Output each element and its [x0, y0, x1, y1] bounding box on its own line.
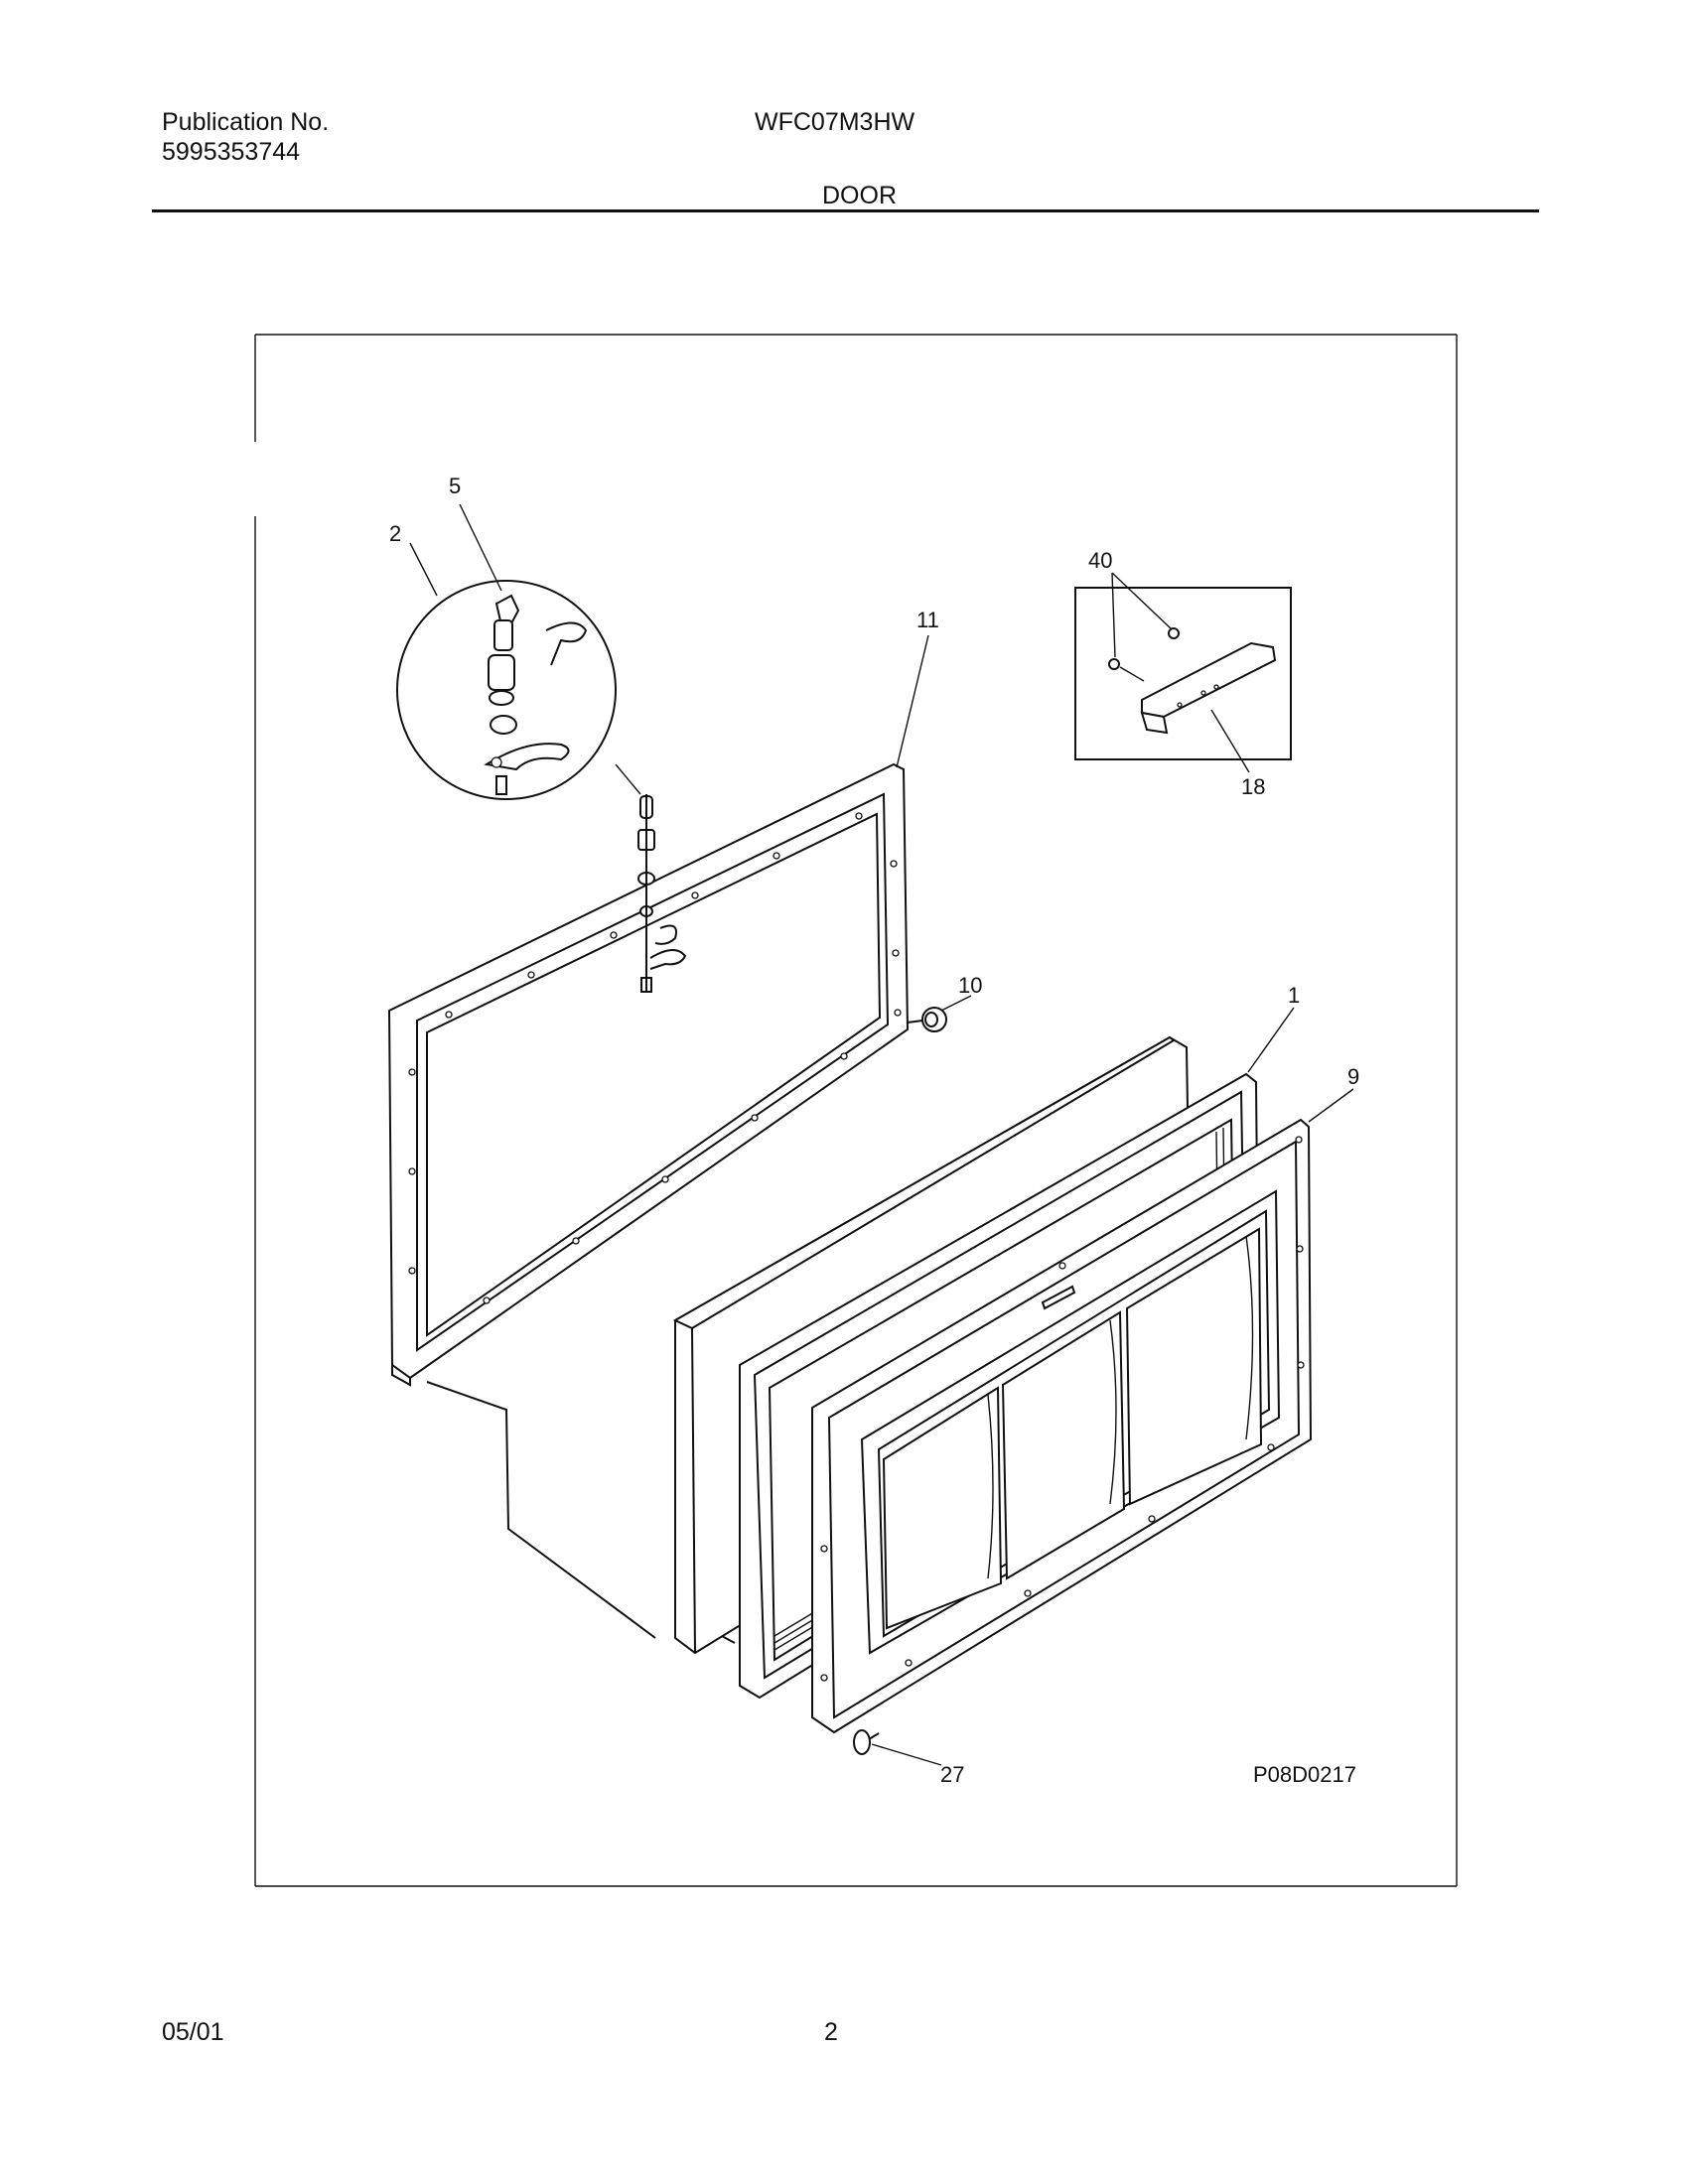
callout-40: 40	[1088, 548, 1112, 573]
header-rule	[152, 209, 1539, 212]
callout-2: 2	[389, 521, 401, 546]
callout-18: 18	[1241, 774, 1265, 799]
lock-assembly	[637, 794, 687, 993]
callout-10: 10	[958, 973, 982, 998]
door-liner-part	[387, 762, 910, 1387]
diagram-frame	[254, 334, 1458, 1887]
section-title: DOOR	[822, 182, 897, 209]
callout-leaders	[409, 503, 1354, 1766]
handle-detail-box	[1074, 587, 1292, 760]
liner-screw-holes	[408, 812, 902, 1304]
insulation-outline	[426, 1381, 656, 1639]
outer-door-panel-part	[811, 1118, 1313, 1734]
footer-page-number: 2	[824, 2018, 838, 2046]
callout-9: 9	[1347, 1064, 1359, 1089]
callout-1: 1	[1288, 983, 1300, 1008]
screw-part	[853, 1729, 880, 1755]
lock-detail-circle	[396, 580, 641, 800]
publication-number: 5995353744	[162, 138, 301, 166]
door-bumper-part	[907, 1007, 947, 1032]
drawing-id: P08D0217	[1253, 1762, 1356, 1787]
callout-5: 5	[449, 474, 461, 498]
publication-label: Publication No.	[162, 108, 330, 136]
model-number: WFC07M3HW	[755, 108, 915, 136]
callout-11: 11	[916, 608, 939, 632]
footer-date: 05/01	[162, 2018, 224, 2046]
callout-27: 27	[940, 1762, 964, 1787]
